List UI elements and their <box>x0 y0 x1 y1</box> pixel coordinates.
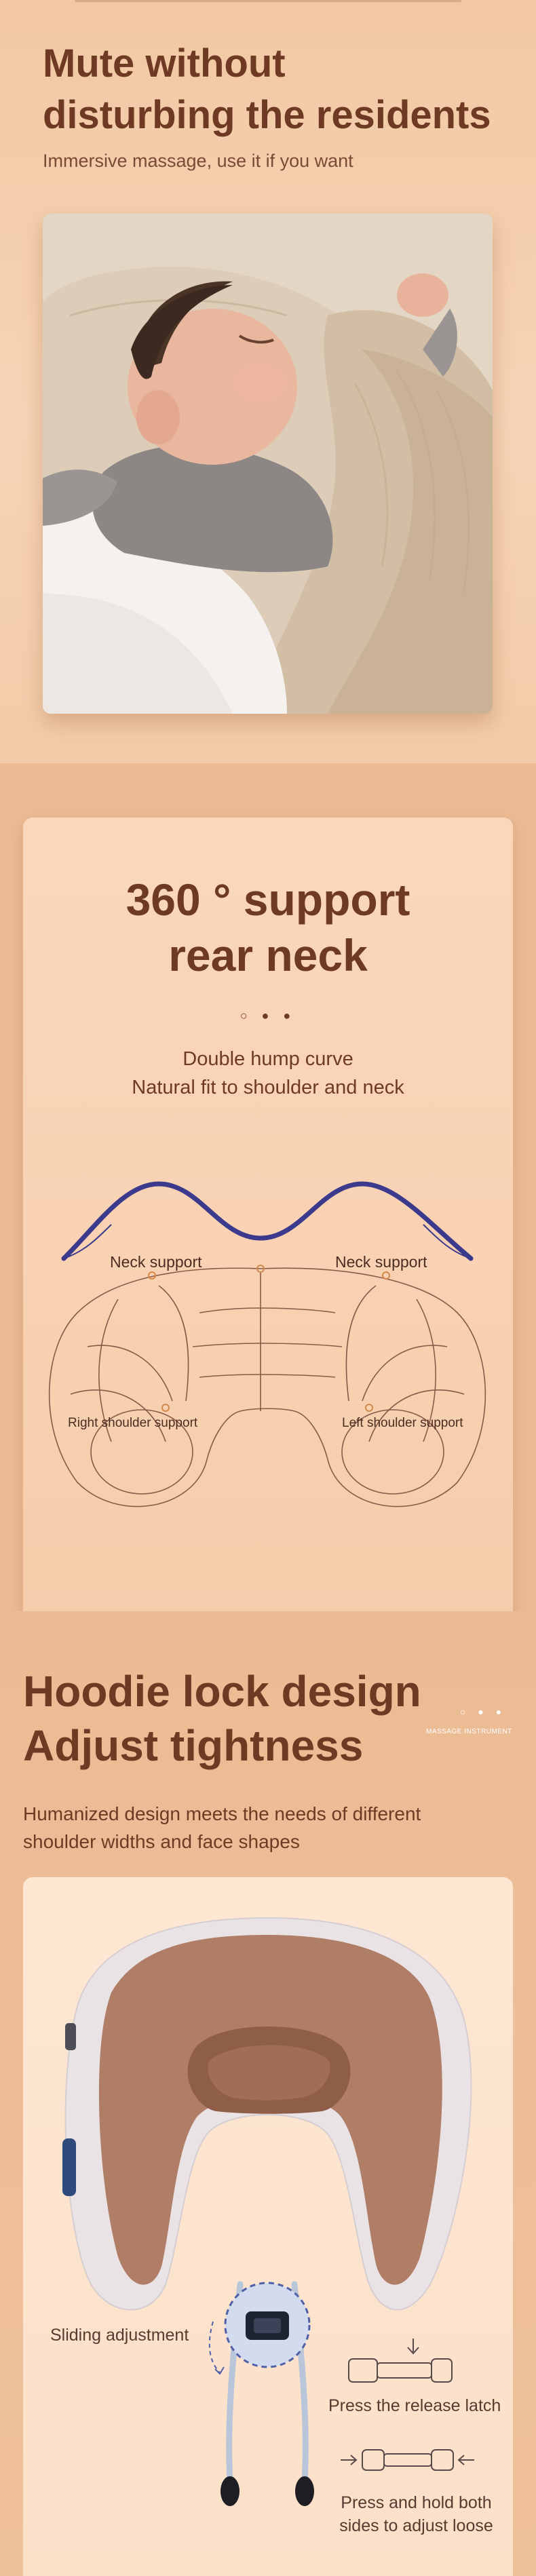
mute-title-line2: disturbing the residents <box>43 93 491 137</box>
support-desc-line1: Double hump curve <box>183 1048 353 1070</box>
hoodie-subtitle: Humanized design meets the needs of diff… <box>23 1800 512 1856</box>
pager-dots: ○ ● ● <box>240 1009 296 1022</box>
hoodie-lock-title: Hoodie lock design Adjust tightness <box>23 1664 421 1773</box>
pillow-product-card: Sliding adjustment Press the release lat… <box>23 1877 513 2576</box>
neck-support-label-right: Neck support <box>335 1253 427 1271</box>
brand-caption: MASSAGE INSTRUMENT <box>426 1728 512 1735</box>
hoodie-lock-section: Hoodie lock design Adjust tightness ○ ● … <box>0 1611 536 2576</box>
support-card: 360 ° support rear neck ○ ● ● Double hum… <box>23 818 513 1623</box>
release-latch-label: Press the release latch <box>328 2396 501 2415</box>
hoodie-subtitle-line2: shoulder widths and face shapes <box>23 1831 300 1852</box>
left-shoulder-support-label: Left shoulder support <box>342 1416 463 1430</box>
mute-title: Mute without disturbing the residents <box>43 38 518 141</box>
mute-subtitle: Immersive massage, use it if you want <box>43 151 353 171</box>
press-both-sides-line2: sides to adjust loose <box>339 2516 493 2535</box>
hoodie-title-line1: Hoodie lock design <box>23 1667 421 1716</box>
neck-support-label-left: Neck support <box>110 1253 202 1271</box>
hoodie-title-line2: Adjust tightness <box>23 1721 364 1770</box>
hoodie-subtitle-line1: Humanized design meets the needs of diff… <box>23 1803 421 1824</box>
pager-dots: ○ ● ● <box>460 1706 507 1717</box>
support-title-line1: 360 ° support <box>126 874 410 925</box>
support-description: Double hump curve Natural fit to shoulde… <box>23 1045 513 1102</box>
mute-section: Mute without disturbing the residents Im… <box>0 0 536 763</box>
sliding-adjustment-label: Sliding adjustment <box>50 2326 189 2345</box>
sleeping-baby-photo <box>43 214 493 714</box>
press-both-sides-label: Press and hold both sides to adjust loos… <box>337 2491 496 2537</box>
support-title-line2: rear neck <box>168 930 368 980</box>
right-shoulder-support-label: Right shoulder support <box>68 1416 198 1430</box>
support-title: 360 ° support rear neck <box>23 872 513 983</box>
divider <box>75 0 461 2</box>
mute-title-line1: Mute without <box>43 41 286 85</box>
support-section: 360 ° support rear neck ○ ● ● Double hum… <box>0 763 536 1623</box>
pillow-diagram: Neck support Neck support Right shoulder… <box>23 1143 513 1594</box>
support-desc-line2: Natural fit to shoulder and neck <box>132 1077 404 1098</box>
press-both-sides-line1: Press and hold both <box>341 2493 492 2512</box>
